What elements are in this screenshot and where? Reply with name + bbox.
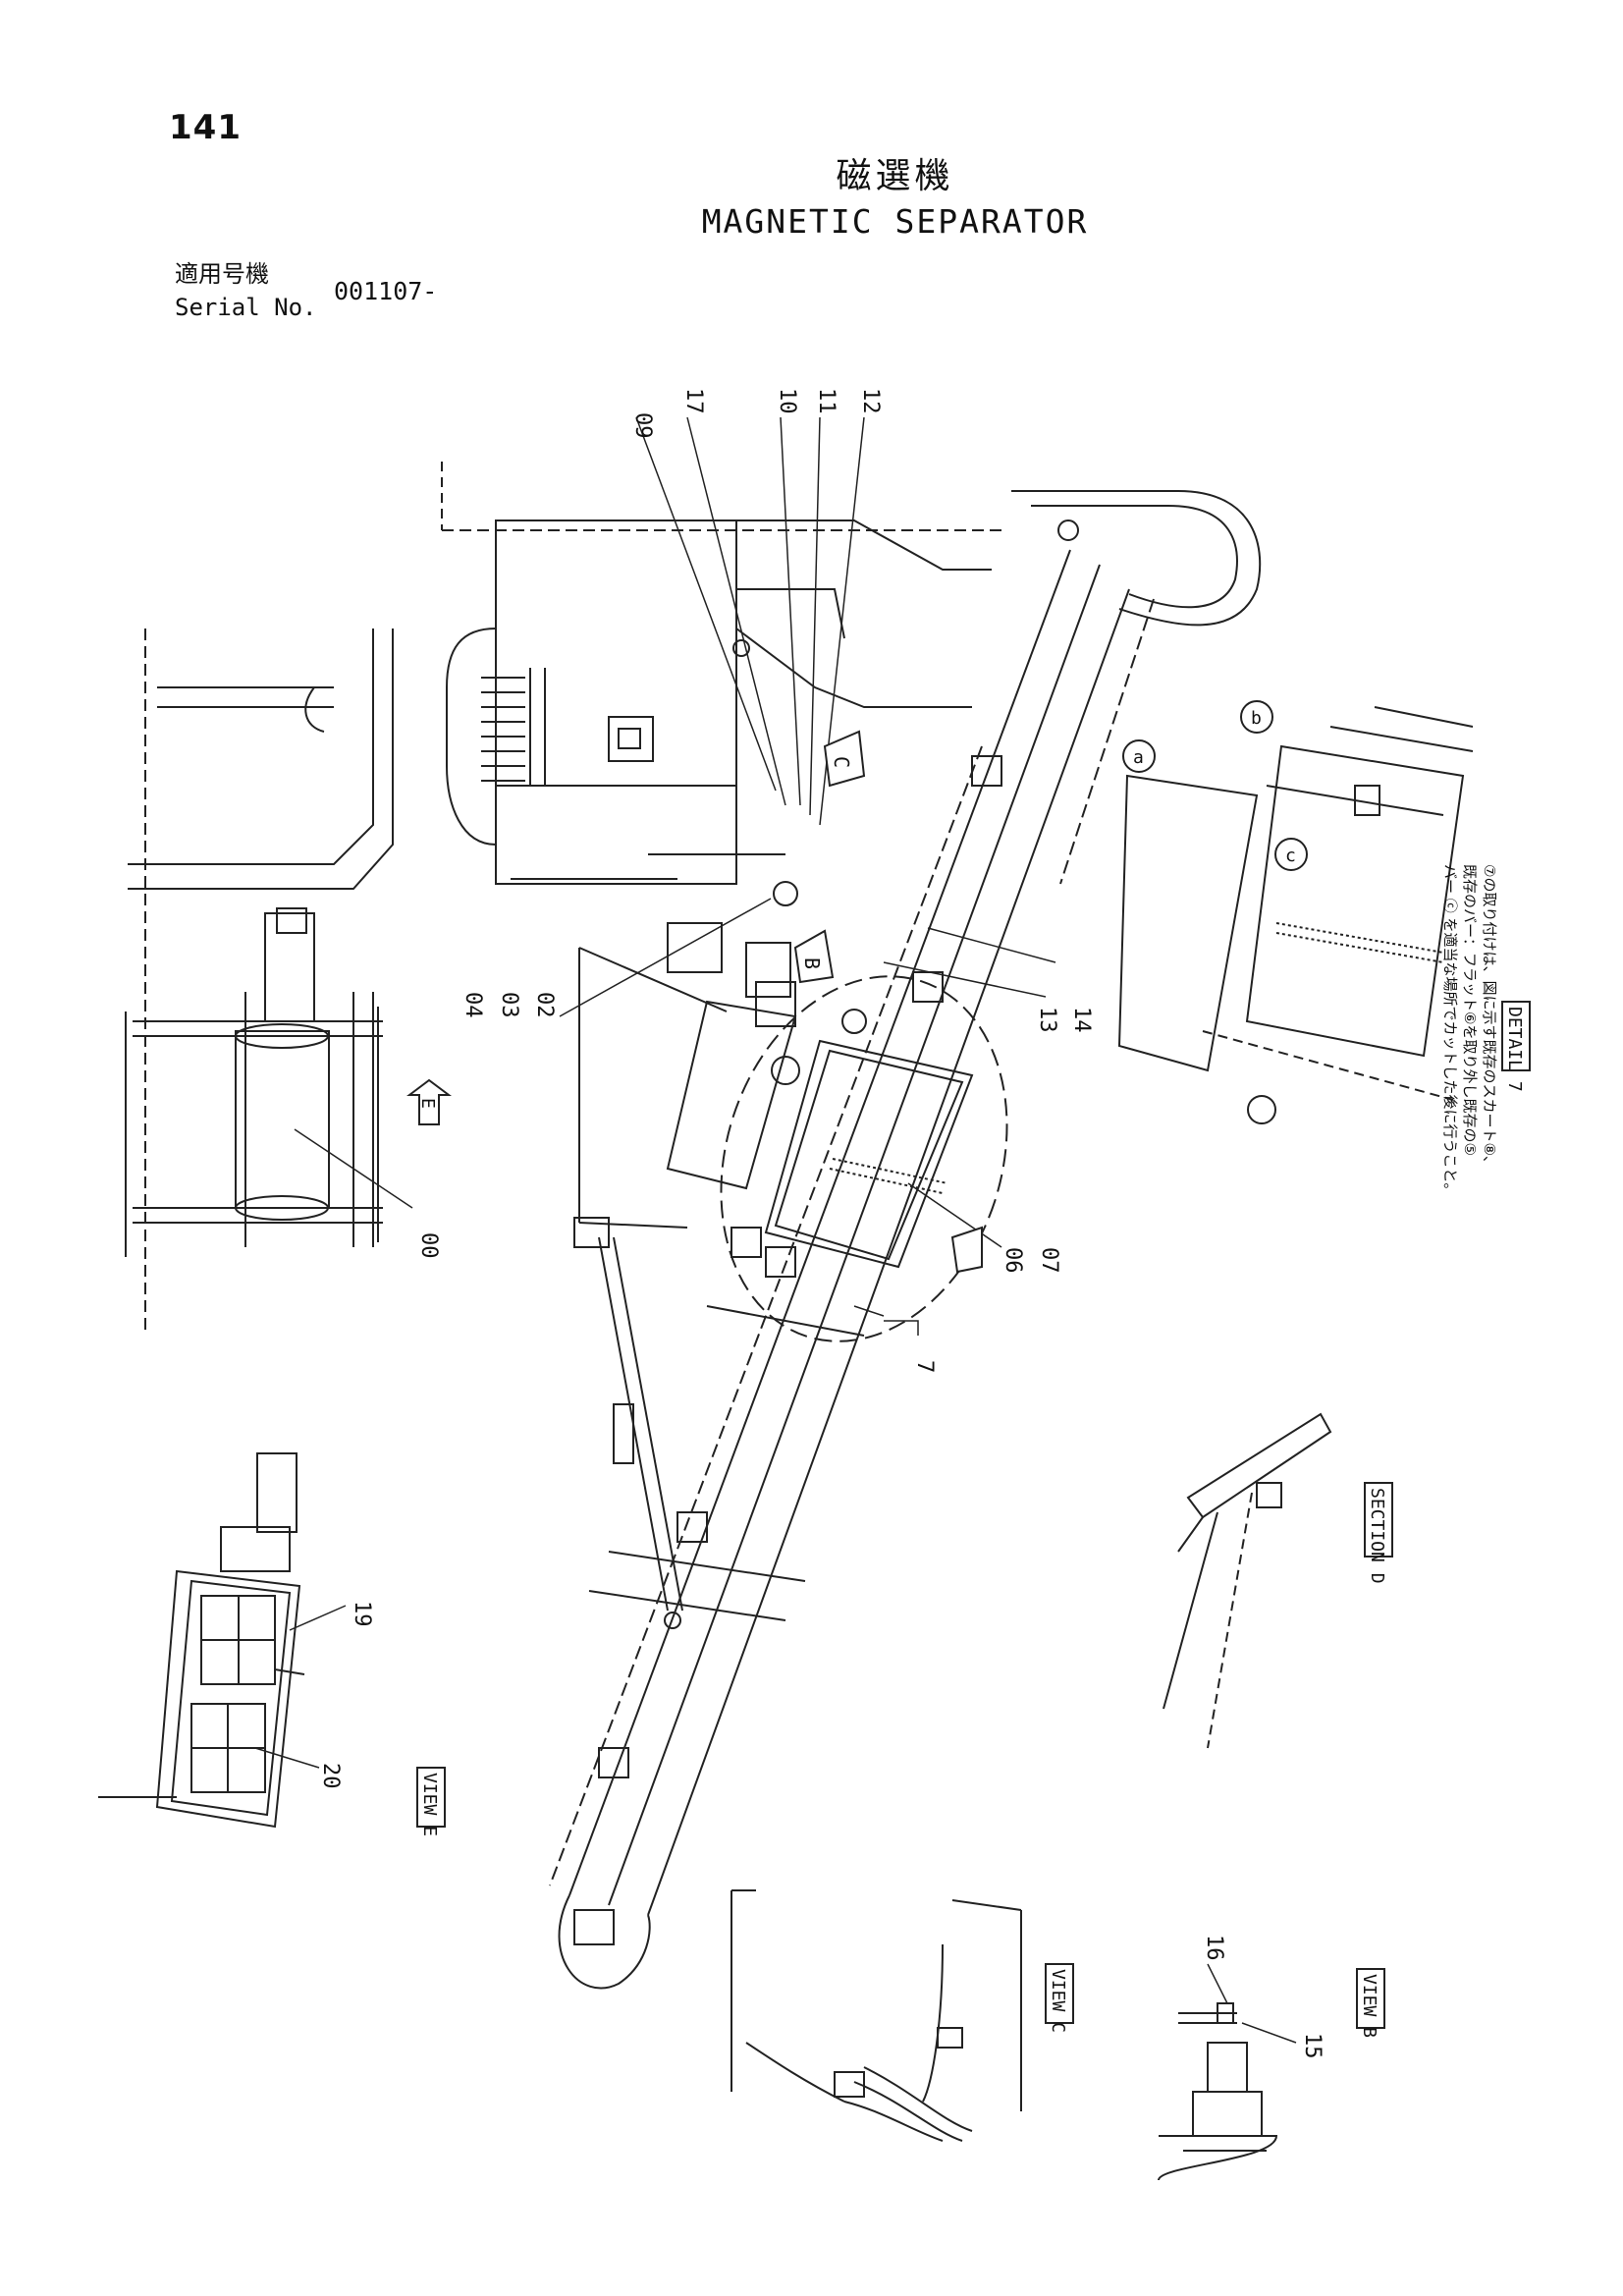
callout-16: 16 <box>1202 1935 1226 1961</box>
callout-00: 00 <box>416 1232 441 1259</box>
callout-06: 06 <box>1001 1247 1025 1274</box>
label-detail-7: DETAIL 7 <box>1504 1007 1525 1092</box>
callout-10: 10 <box>775 388 799 414</box>
left-upper-view <box>128 629 394 1336</box>
view-c-drawing <box>730 1889 1022 2142</box>
view-e-box <box>416 1767 446 1828</box>
callout-13: 13 <box>1035 1007 1059 1033</box>
label-view-c: VIEW C <box>1048 1969 1068 2033</box>
view-e-roller <box>125 907 452 1257</box>
callout-12: 12 <box>858 388 883 414</box>
callout-14: 14 <box>1069 1007 1094 1033</box>
view-arrows <box>793 730 983 1274</box>
section-d-box <box>1364 1482 1393 1558</box>
view-c-box <box>1045 1963 1074 2024</box>
arrow-label-c: C <box>830 756 853 768</box>
label-view-b: VIEW B <box>1359 1974 1380 2038</box>
view-b-drawing <box>1158 2002 1278 2181</box>
leader-lines <box>254 416 1297 2044</box>
callout-c: c <box>1285 846 1296 866</box>
detail-7-drawing <box>1117 700 1474 1124</box>
label-section-d: SECTION D <box>1367 1488 1387 1584</box>
title-english: MAGNETIC SEPARATOR <box>701 202 1089 241</box>
callout-20: 20 <box>318 1763 343 1789</box>
serial-label-jp: 適用号機 <box>175 260 269 288</box>
serial-label-en: Serial No. <box>175 294 317 321</box>
note-line-1: ⑦の取り付けは、図に示す既存のスカート⑧、 <box>1481 864 1498 1171</box>
callout-04: 04 <box>460 992 485 1018</box>
callout-19: 19 <box>350 1601 374 1627</box>
magnetic-separator-unit <box>573 922 1008 1629</box>
section-d-drawing <box>1163 1412 1332 1749</box>
arrow-label-e: E <box>417 1098 438 1109</box>
note-line-3: バー ⓒ を適当な場所でカットした後に行うこと。 <box>1441 864 1459 1198</box>
callout-15: 15 <box>1300 2033 1325 2059</box>
serial-label: 適用号機 Serial No. <box>175 257 317 324</box>
callout-09: 09 <box>630 412 655 439</box>
callout-02: 02 <box>532 992 557 1018</box>
arrow-label-b: B <box>800 957 824 969</box>
serial-value: 001107- <box>334 277 438 305</box>
view-b-box <box>1356 1968 1385 2029</box>
callout-17: 17 <box>681 388 706 414</box>
track-loop <box>1011 490 1262 627</box>
view-e-panel <box>98 1452 305 1829</box>
machine-body <box>441 462 1001 906</box>
callout-b: b <box>1251 708 1262 729</box>
label-view-e: VIEW E <box>419 1773 440 1836</box>
detail-7-box <box>1501 1001 1531 1071</box>
main-conveyor <box>549 549 1155 1990</box>
callout-7: 7 <box>912 1360 937 1373</box>
title-japanese: 磁選機 <box>836 156 954 196</box>
note-line-2: 既存のバー：フラット⑥を取り外し既存の⑤ <box>1461 864 1479 1156</box>
callout-a: a <box>1133 747 1144 768</box>
title-block: 磁選機 MAGNETIC SEPARATOR <box>0 147 1623 241</box>
page-number: 141 <box>169 108 242 147</box>
callout-11: 11 <box>814 388 839 414</box>
callout-07: 07 <box>1037 1247 1061 1274</box>
callout-03: 03 <box>497 992 521 1018</box>
